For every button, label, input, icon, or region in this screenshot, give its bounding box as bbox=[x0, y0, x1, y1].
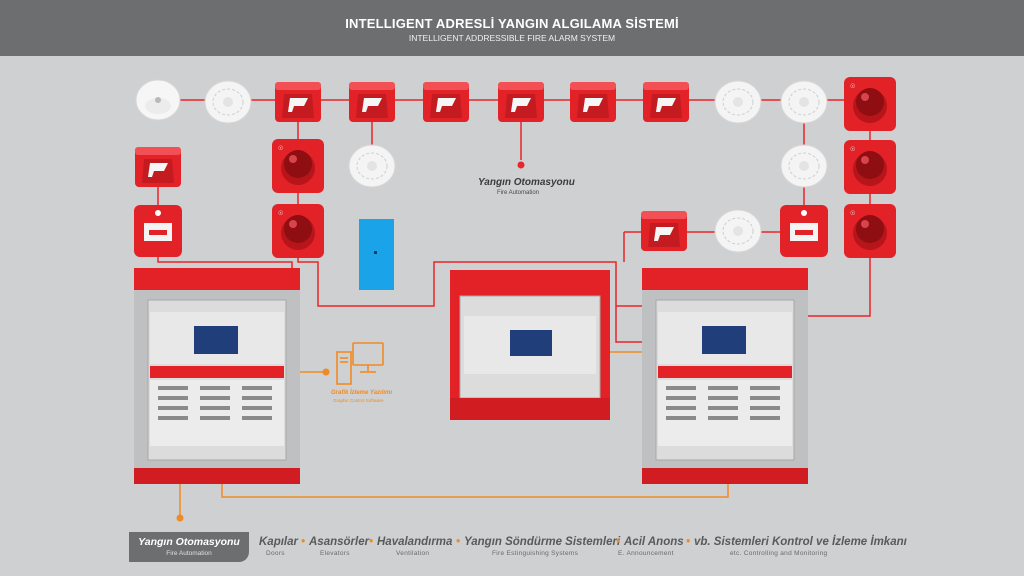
automation-endpoint bbox=[517, 161, 525, 169]
fire-panel-right bbox=[642, 268, 808, 484]
system-extinguishing-sub: Fire Estinguishing Systems bbox=[492, 550, 579, 557]
system-extinguishing: Yangın Söndürme Sistemleri bbox=[464, 536, 621, 548]
automation-pill: Yangın Otomasyonu Fire Automation bbox=[129, 532, 249, 562]
separator: • bbox=[616, 536, 621, 548]
system-monitoring-sub: etc. Controlling and Monitoring bbox=[730, 550, 828, 557]
strobe-beacon-icon bbox=[844, 77, 896, 131]
smoke-detector-icon bbox=[204, 80, 252, 124]
fire-sounder-icon bbox=[349, 82, 395, 122]
smoke-detector-icon bbox=[780, 144, 828, 188]
fire-sounder-icon bbox=[135, 147, 181, 187]
automation-sublabel: Fire Automation bbox=[497, 190, 540, 196]
module-led bbox=[374, 251, 377, 254]
heat-detector-icon bbox=[135, 79, 181, 121]
separator: • bbox=[301, 536, 306, 548]
system-announcement: Acil Anons bbox=[624, 536, 684, 548]
separator: • bbox=[456, 536, 461, 548]
fire-sounder-icon bbox=[275, 82, 321, 122]
system-doors: Kapılar bbox=[259, 536, 298, 548]
manual-call-point-icon bbox=[134, 205, 182, 257]
software-label: Grafik İzleme Yazılımı bbox=[331, 390, 393, 396]
strobe-beacon-icon bbox=[844, 204, 896, 258]
fire-sounder-icon bbox=[643, 82, 689, 122]
system-announcement-sub: E. Announcement bbox=[618, 550, 674, 557]
module-box bbox=[359, 219, 394, 290]
automation-label: Yangın Otomasyonu bbox=[478, 177, 575, 188]
system-elevators-sub: Elevators bbox=[320, 550, 350, 557]
pill-title: Yangın Otomasyonu bbox=[138, 536, 240, 548]
system-doors-sub: Doors bbox=[266, 550, 285, 557]
page-title: INTELLIGENT ADRESLİ YANGIN ALGILAMA SİST… bbox=[345, 16, 679, 31]
manual-call-point-icon bbox=[780, 205, 828, 257]
strobe-beacon-icon bbox=[272, 139, 324, 193]
fire-sounder-icon bbox=[498, 82, 544, 122]
strobe-beacon-icon bbox=[272, 204, 324, 258]
computer-icon bbox=[336, 342, 384, 385]
separator: • bbox=[369, 536, 374, 548]
system-monitoring: vb. Sistemleri Kontrol ve İzleme İmkanı bbox=[694, 536, 907, 548]
fire-panel-left bbox=[134, 268, 300, 484]
system-ventilation: Havalandırma bbox=[377, 536, 453, 548]
fire-panel-center bbox=[450, 270, 610, 420]
software-sublabel: Graphic Control Software bbox=[333, 398, 384, 403]
page-subtitle: INTELLIGENT ADDRESSIBLE FIRE ALARM SYSTE… bbox=[408, 33, 616, 43]
fire-sounder-icon bbox=[570, 82, 616, 122]
header-bar: INTELLIGENT ADRESLİ YANGIN ALGILAMA SİST… bbox=[0, 0, 1024, 56]
smoke-detector-icon bbox=[780, 80, 828, 124]
smoke-detector-icon bbox=[348, 144, 396, 188]
fire-sounder-icon bbox=[423, 82, 469, 122]
system-elevators: Asansörler bbox=[309, 536, 370, 548]
bus-endpoint bbox=[176, 514, 184, 522]
smoke-detector-icon bbox=[714, 209, 762, 253]
bus-endpoint bbox=[322, 368, 330, 376]
pill-subtitle: Fire Automation bbox=[166, 550, 212, 557]
separator: • bbox=[686, 536, 691, 548]
strobe-beacon-icon bbox=[844, 140, 896, 194]
system-ventilation-sub: Ventilation bbox=[396, 550, 430, 557]
fire-sounder-icon bbox=[641, 211, 687, 251]
smoke-detector-icon bbox=[714, 80, 762, 124]
